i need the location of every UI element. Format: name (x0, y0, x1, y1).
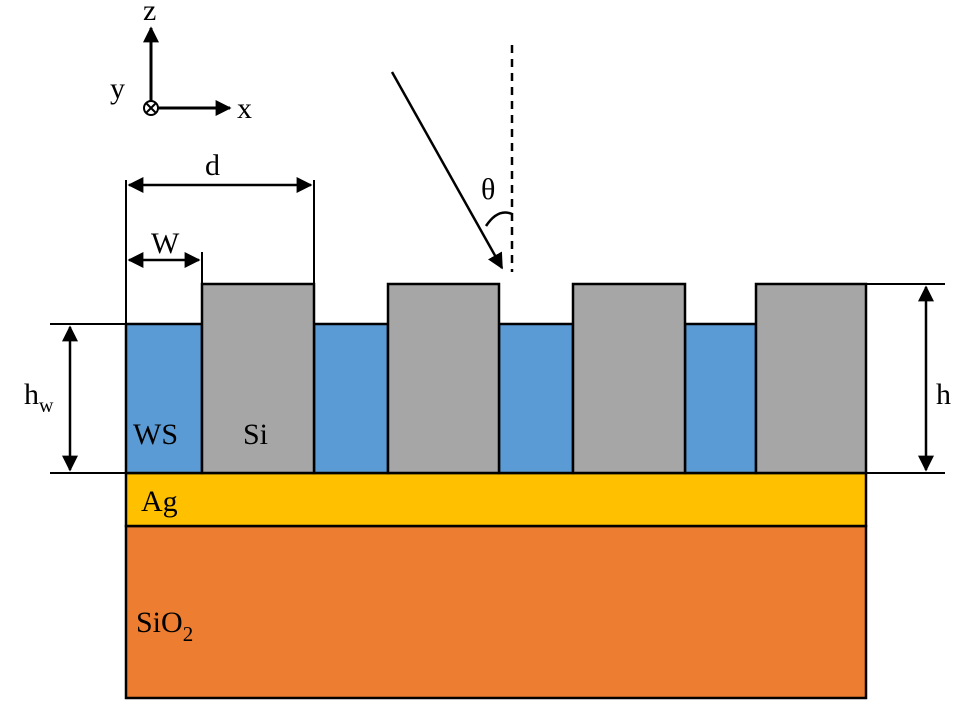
ws-segment (124, 322, 204, 475)
h-label: h (936, 378, 951, 411)
hw-dimension: hw (24, 323, 126, 474)
theta-label: θ (481, 173, 495, 206)
theta-angle-arc (484, 211, 513, 227)
ag-layer (124, 471, 868, 528)
ws-layer (124, 322, 758, 475)
coordinate-axes: z y x (110, 0, 252, 125)
ws-label: WS (133, 418, 178, 451)
ws-segment (683, 322, 758, 475)
hw-label: hw (24, 378, 54, 417)
x-axis-label: x (237, 92, 252, 125)
si-label: Si (243, 418, 268, 451)
si-pillar (754, 282, 868, 475)
si-pillar (571, 282, 687, 475)
si-pillar (386, 282, 501, 475)
si-pillar (200, 282, 316, 475)
w-label: W (151, 227, 180, 260)
sio2-substrate (124, 524, 868, 700)
z-axis-label: z (143, 0, 156, 27)
ws-segment (497, 322, 575, 475)
ag-label: Ag (141, 485, 178, 518)
incident-beam-arrow (390, 71, 504, 270)
si-pillars (200, 282, 868, 475)
sio2-label: SiO2 (136, 606, 193, 646)
d-label: d (205, 149, 220, 182)
ws-segment (312, 322, 390, 475)
incidence: θ (390, 45, 514, 272)
h-dimension: h (866, 283, 951, 474)
period-dimensions: d W (125, 149, 315, 324)
y-axis-label: y (110, 72, 125, 105)
